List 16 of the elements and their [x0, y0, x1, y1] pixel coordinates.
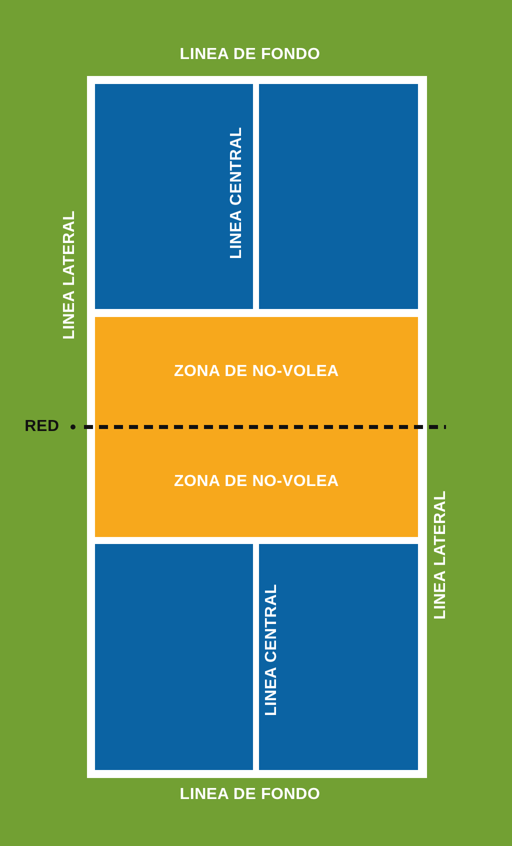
court-outline: [87, 76, 427, 778]
baseline-label: LINEA DE FONDO: [180, 47, 320, 63]
service-box: [259, 84, 418, 309]
non-volley-zone: [95, 317, 418, 427]
center-line-label: LINEA CENTRAL: [264, 584, 280, 716]
sideline-label: LINEA LATERAL: [433, 490, 449, 620]
baseline-label: LINEA DE FONDO: [180, 787, 320, 803]
net-label: RED: [24, 419, 60, 435]
service-box: [95, 544, 253, 770]
service-box: [95, 84, 253, 309]
service-box: [259, 544, 418, 770]
center-line-label: LINEA CENTRAL: [229, 126, 245, 260]
zone-label: ZONA DE NO-VOLEA: [174, 473, 340, 491]
non-volley-zone: [95, 427, 418, 537]
zone-label: ZONA DE NO-VOLEA: [174, 363, 340, 381]
sideline-label: LINEA LATERAL: [62, 210, 78, 340]
